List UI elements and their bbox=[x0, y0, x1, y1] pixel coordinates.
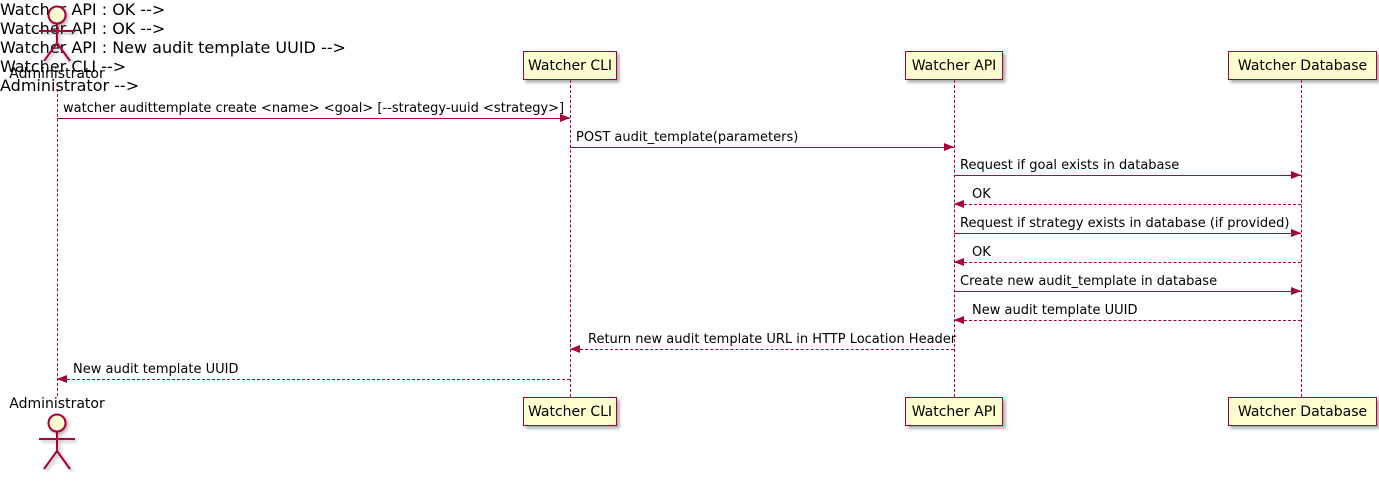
person-icon bbox=[39, 413, 75, 470]
message-line bbox=[57, 118, 570, 119]
message-line bbox=[570, 349, 954, 350]
message-line bbox=[954, 262, 1301, 263]
message-label: POST audit_template(parameters) bbox=[576, 130, 799, 145]
arrowhead-icon bbox=[954, 316, 964, 324]
participant-watcher-database-top: Watcher Database bbox=[1228, 51, 1377, 80]
message-label: OK bbox=[972, 187, 991, 202]
lifeline-watcher-cli bbox=[570, 80, 571, 397]
message-line bbox=[954, 175, 1301, 176]
message-line bbox=[570, 147, 954, 148]
lifeline-watcher-database bbox=[1301, 80, 1302, 397]
actor-administrator-bottom bbox=[34, 412, 80, 478]
actor-label-administrator-top: Administrator bbox=[9, 66, 105, 82]
message-label: New audit template UUID bbox=[73, 362, 239, 377]
message-line bbox=[954, 233, 1301, 234]
message-label: Request if goal exists in database bbox=[960, 158, 1180, 173]
participant-watcher-cli-bottom: Watcher CLI bbox=[523, 397, 617, 426]
message-label: Create new audit_template in database bbox=[960, 274, 1218, 289]
lifeline-watcher-api bbox=[954, 80, 955, 397]
arrowhead-icon bbox=[1291, 171, 1301, 179]
message-label: Request if strategy exists in database (… bbox=[960, 216, 1290, 231]
arrowhead-icon bbox=[944, 143, 954, 151]
message-line bbox=[954, 291, 1301, 292]
message-label: OK bbox=[972, 245, 991, 260]
participant-watcher-api-top: Watcher API bbox=[905, 51, 1003, 80]
arrowhead-icon bbox=[57, 375, 67, 383]
arrowhead-icon bbox=[560, 114, 570, 122]
participant-watcher-cli-top: Watcher CLI bbox=[523, 51, 617, 80]
message-label: New audit template UUID bbox=[972, 303, 1138, 318]
participant-watcher-database-bottom: Watcher Database bbox=[1228, 397, 1377, 426]
message-label: Return new audit template URL in HTTP Lo… bbox=[588, 332, 957, 347]
arrowhead-icon bbox=[954, 200, 964, 208]
actor-label-administrator-bottom: Administrator bbox=[9, 396, 105, 412]
lifeline-administrator bbox=[57, 84, 58, 396]
arrowhead-icon bbox=[954, 258, 964, 266]
message-line bbox=[954, 204, 1301, 205]
person-icon bbox=[39, 5, 75, 62]
arrowhead-icon bbox=[1291, 287, 1301, 295]
participant-watcher-api-bottom: Watcher API bbox=[905, 397, 1003, 426]
arrowhead-icon bbox=[570, 345, 580, 353]
arrowhead-icon bbox=[1291, 229, 1301, 237]
actor-administrator-top bbox=[34, 4, 80, 70]
message-line bbox=[954, 320, 1301, 321]
message-line bbox=[57, 379, 570, 380]
message-label: watcher audittemplate create <name> <goa… bbox=[63, 101, 565, 116]
